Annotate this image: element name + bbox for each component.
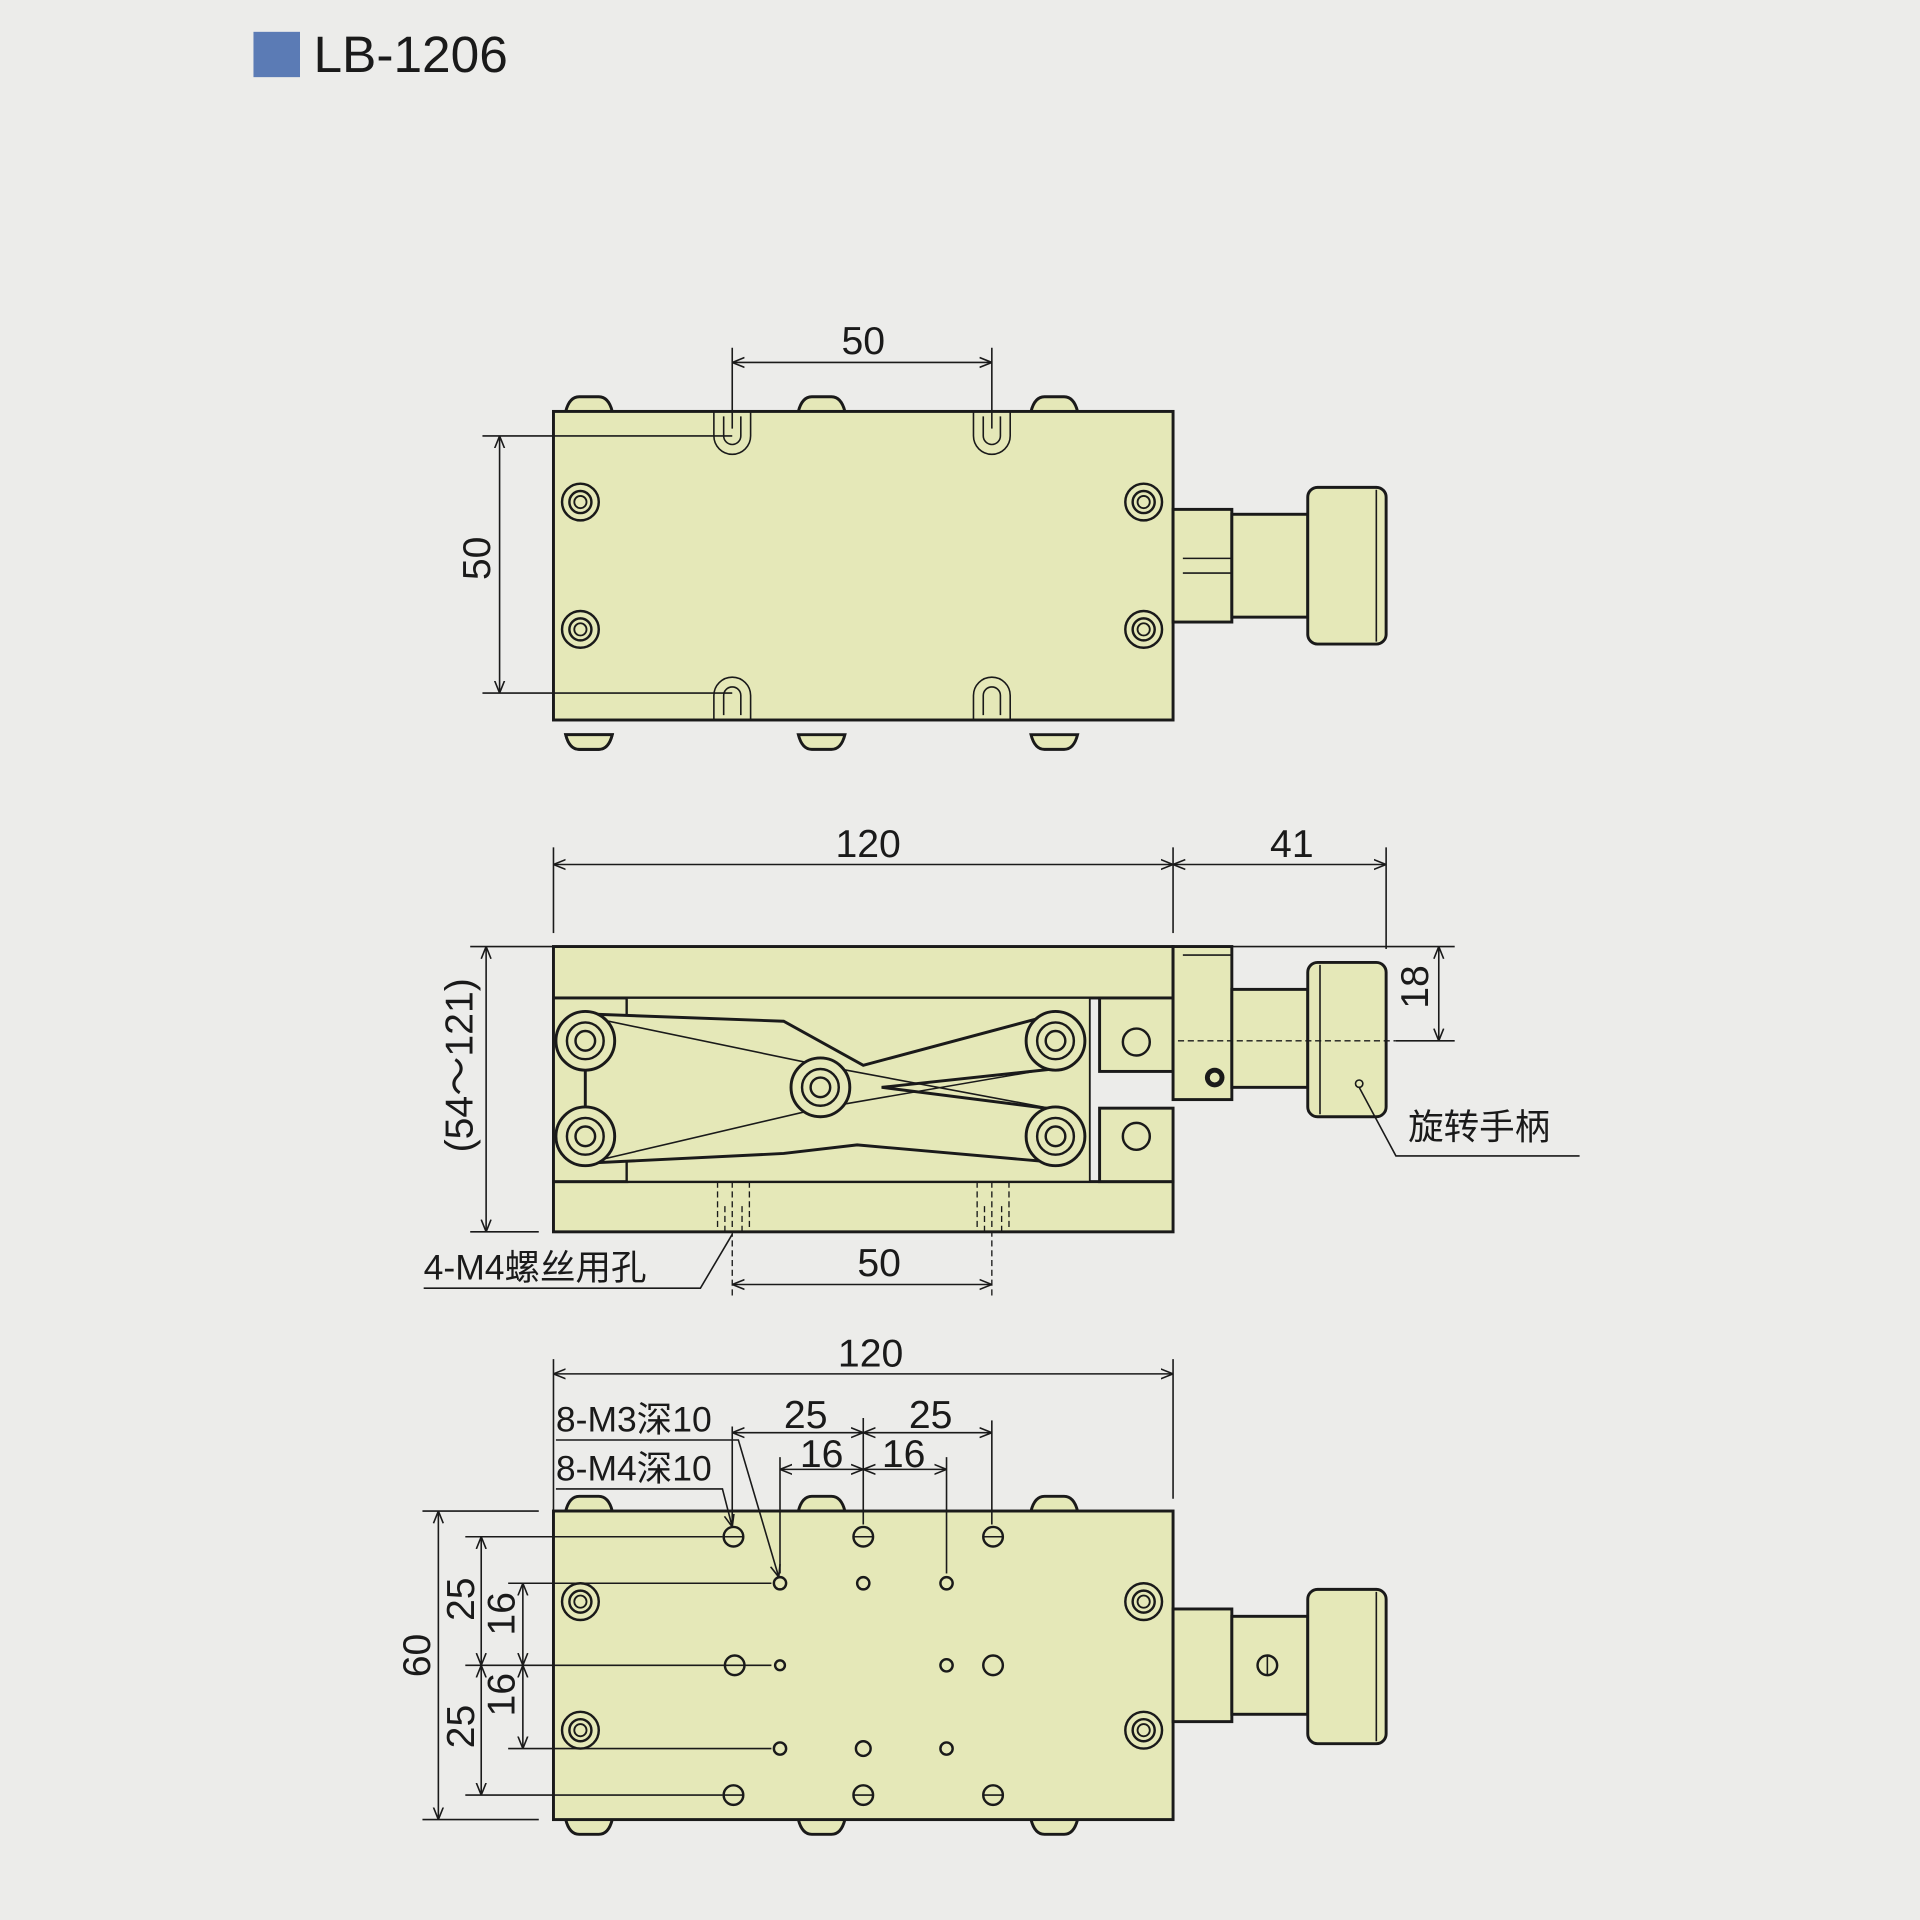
dim-16-top: 16	[480, 1592, 523, 1636]
top-view: 50 50	[456, 320, 1388, 751]
page-title: LB-1206	[313, 25, 507, 83]
dim-height-range: (54～121)	[439, 978, 482, 1152]
dim-width: 60	[396, 1634, 439, 1678]
dim-length: 120	[835, 823, 900, 866]
dim-handle: 41	[1270, 823, 1314, 866]
dim-bottom-length: 120	[838, 1333, 903, 1376]
dim-16-bottom: 16	[480, 1673, 523, 1717]
dim-25-bottom: 25	[440, 1705, 483, 1749]
dim-handle-axis: 18	[1394, 965, 1437, 1009]
handle-label: 旋转手柄	[1408, 1107, 1550, 1147]
dim-25-left: 25	[784, 1394, 828, 1437]
dim-25-right: 25	[909, 1394, 953, 1437]
dim-16-right: 16	[882, 1433, 926, 1476]
hole-label: 4-M4螺丝用孔	[424, 1248, 647, 1288]
dim-slot-spacing: 50	[841, 320, 885, 363]
dim-25-top: 25	[440, 1577, 483, 1621]
side-view: 120 41 (54～121) 18 旋转手柄 4-M4螺丝用孔 50	[424, 823, 1580, 1298]
bottom-view: 120 25 25 16 16 8-M3深10 8-M4深10 60 25 25…	[396, 1333, 1388, 1836]
title-marker	[253, 31, 300, 78]
label-m3: 8-M3深10	[556, 1399, 712, 1439]
dim-hole-spacing: 50	[857, 1242, 901, 1285]
dim-16-left: 16	[800, 1433, 844, 1476]
label-m4: 8-M4深10	[556, 1448, 712, 1488]
dim-slot-height: 50	[456, 537, 499, 581]
